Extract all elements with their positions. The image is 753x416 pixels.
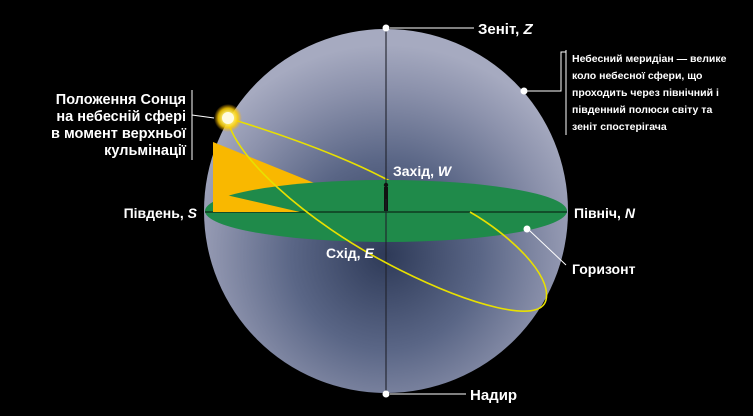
north-label: Північ, N	[574, 205, 636, 221]
meridian-pointer-dot	[520, 87, 528, 95]
sun-caption: Положення Сонця на небесній сфері в моме…	[51, 92, 187, 159]
meridian-caption-line: проходить через північний і	[572, 87, 719, 99]
sun-triangle-front	[213, 192, 300, 212]
zenith-label: Зеніт, Z	[478, 21, 534, 38]
meridian-caption-line: південний полюси світу та	[572, 104, 712, 116]
meridian-caption-line: Небесний меридіан — велике	[572, 53, 727, 65]
meridian-caption-line: коло небесної сфери, що	[572, 70, 702, 82]
sun-icon	[214, 104, 242, 132]
west-label: Захід, W	[393, 163, 453, 179]
sun-caption-line: кульмінації	[104, 143, 187, 159]
meridian-caption-line: зеніт спостерігача	[572, 121, 667, 133]
horizon-pointer-dot	[523, 225, 531, 233]
meridian-leader	[527, 51, 566, 92]
zenith-point	[382, 24, 390, 32]
sun-caption-line: Положення Сонця	[56, 92, 186, 108]
sun-caption-line: на небесній сфері	[56, 109, 186, 125]
sun-path-front	[227, 117, 548, 312]
nadir-point	[382, 390, 390, 398]
east-label: Схід, E	[326, 245, 374, 261]
meridian-caption: Небесний меридіан — велике коло небесної…	[572, 53, 727, 133]
south-label: Південь, S	[124, 205, 198, 221]
horizon-leader	[529, 230, 567, 266]
sun-caption-line: в момент верхньої	[51, 126, 187, 142]
horizon-label: Горизонт	[572, 261, 636, 277]
observer-figure-icon	[383, 182, 389, 211]
nadir-label: Надир	[470, 387, 517, 404]
sun-leader	[191, 114, 215, 119]
